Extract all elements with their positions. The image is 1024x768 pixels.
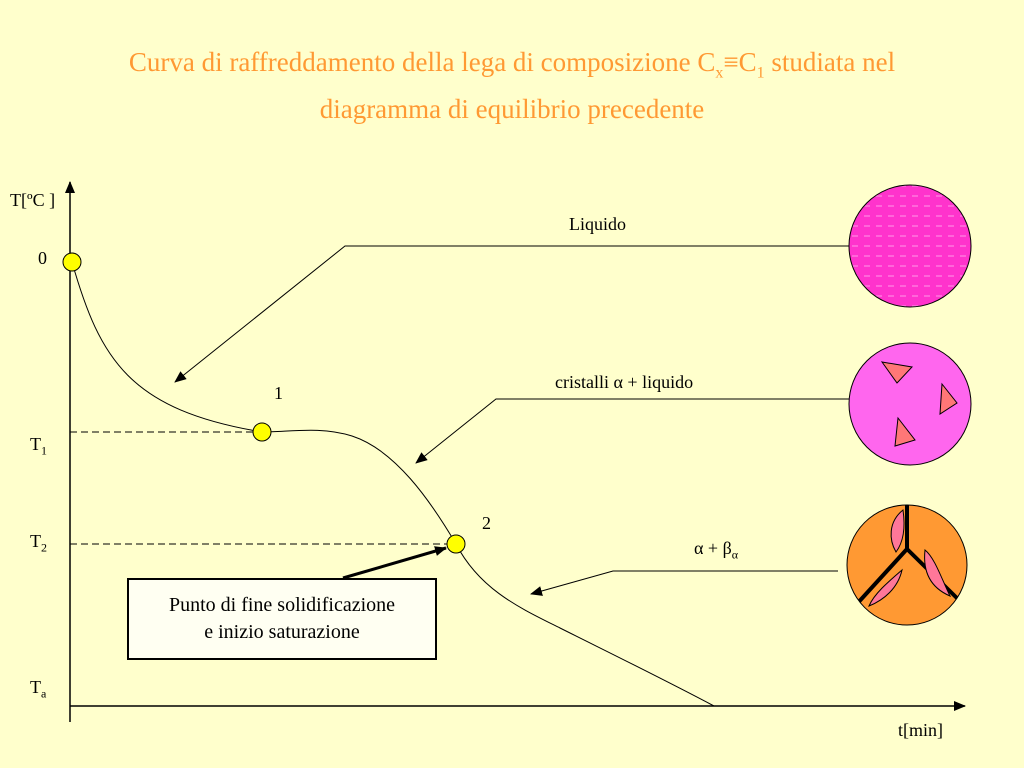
tick-ta-label: Ta <box>30 677 47 701</box>
y-axis-label: T[ºC ] <box>10 190 56 210</box>
alpha-beta-arrow <box>530 570 838 596</box>
note-box: Punto di fine solidificazione e inizio s… <box>127 578 437 660</box>
eutectic-phase-circle <box>846 504 968 626</box>
cristalli-arrow <box>415 398 850 464</box>
eutectic-crystal <box>890 509 905 553</box>
liquid-phase-circle <box>848 184 972 308</box>
point-1-label: 1 <box>274 383 283 403</box>
point-1-marker <box>252 422 272 442</box>
tick-t1-label: T1 <box>30 434 47 458</box>
tick-0-label: 0 <box>38 248 47 268</box>
note-line-1: Punto di fine solidificazione <box>168 594 396 616</box>
note-arrow <box>342 546 447 580</box>
cristalli-label: cristalli α + liquido <box>555 372 694 392</box>
liquido-arrow <box>174 245 850 383</box>
x-axis-label: t[min] <box>898 720 943 740</box>
crystal-shape <box>894 416 916 447</box>
eutectic-crystal <box>924 549 952 597</box>
crystal-shape <box>880 361 914 384</box>
eutectic-crystal <box>868 568 903 607</box>
note-line-2: e inizio saturazione <box>204 621 360 643</box>
title-line-2: diagramma di equilibrio precedente <box>319 94 705 125</box>
alpha-beta-label: α + βα <box>694 538 739 562</box>
slide-title: Curva di raffreddamento della lega di co… <box>0 44 1024 128</box>
title-line-1: Curva di raffreddamento della lega di co… <box>128 47 896 82</box>
cooling-curve <box>71 261 715 707</box>
point-0-marker <box>62 252 82 272</box>
point-2-label: 2 <box>482 513 491 533</box>
crystal-shape <box>939 382 958 415</box>
liquido-label: Liquido <box>569 214 626 234</box>
crystals-phase-circle <box>848 342 972 466</box>
tick-t2-label: T2 <box>30 531 47 555</box>
point-2-marker <box>446 534 466 554</box>
